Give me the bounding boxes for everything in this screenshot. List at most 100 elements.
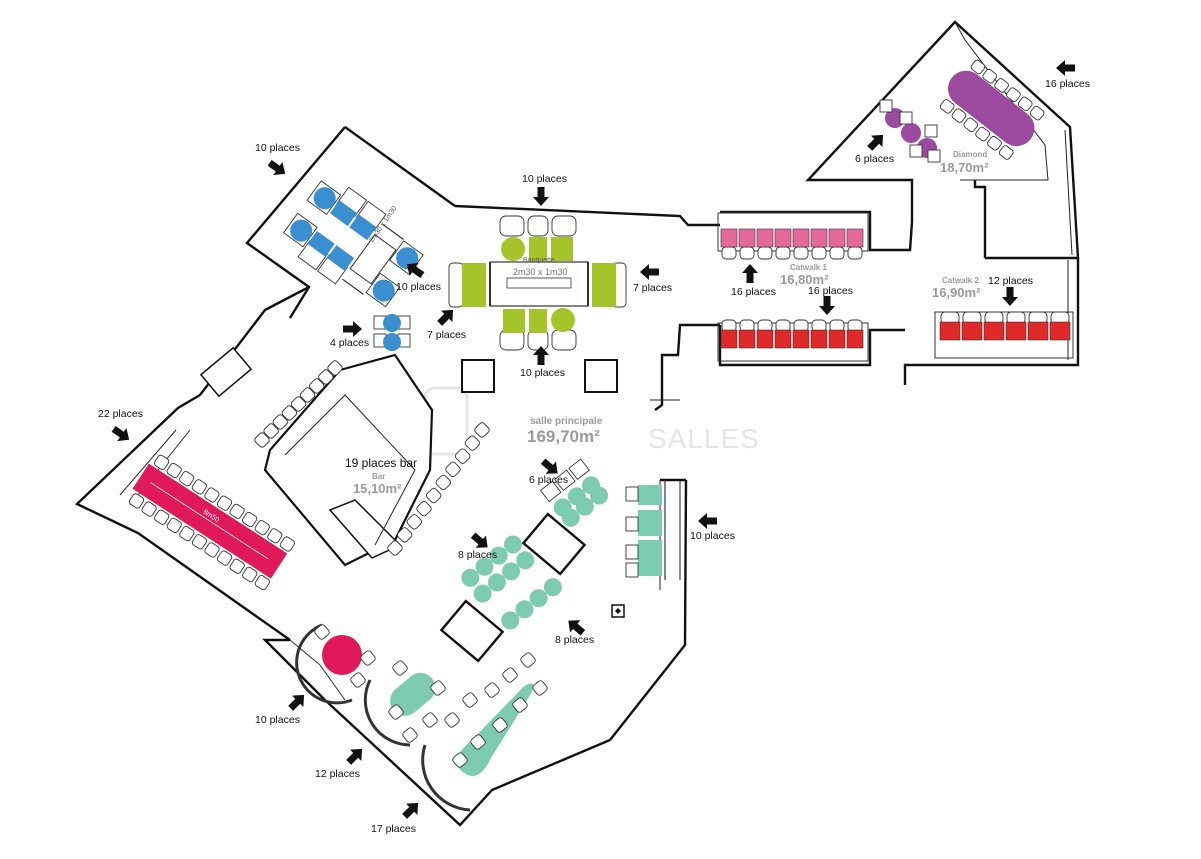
chair: [970, 59, 986, 75]
bar-stool: [318, 369, 334, 385]
bar-stool: [387, 540, 403, 556]
seat: [810, 228, 828, 248]
catwalk2-area-value: 16,90m²: [932, 285, 981, 300]
chair: [141, 501, 157, 517]
capacity-labels: 10 places 10 places 10 places 7 places 7…: [98, 60, 1090, 835]
chair: [532, 680, 548, 696]
chair: [721, 246, 737, 260]
chair: [166, 517, 182, 534]
arrow-icon: [109, 422, 134, 447]
bar-stool: [416, 500, 432, 517]
bar-stool: [454, 448, 471, 464]
arrow-icon: [1056, 60, 1075, 76]
seat: [939, 321, 961, 341]
seat: [828, 329, 846, 349]
main-room-area: 169,70m²: [527, 427, 600, 446]
arrow-icon: [640, 264, 659, 280]
bar-stool: [406, 514, 423, 530]
seat: [738, 329, 756, 349]
catwalk2-name: Catwalk 2: [942, 276, 979, 285]
label-green-right: 7 places: [633, 282, 672, 294]
label-long-table: 22 places: [98, 408, 143, 420]
catwalk2-area: Catwalk 2 16,90m²: [932, 276, 1074, 359]
main-room-label: salle principale 169,70m²: [527, 416, 603, 446]
bar-title: 19 places bar: [345, 456, 417, 470]
chair: [1017, 96, 1033, 112]
green-table-dimension: 2m30 x 1m30: [513, 267, 568, 277]
seat: [756, 228, 774, 248]
label-blue-right: 10 places: [396, 281, 441, 293]
chair: [229, 503, 245, 519]
label-round-left: 4 places: [330, 337, 369, 349]
chair: [166, 462, 182, 479]
chair: [179, 525, 195, 542]
seat: [1005, 321, 1027, 341]
bar-stools: [254, 360, 490, 556]
chair: [982, 68, 998, 84]
bar-stool: [263, 423, 279, 439]
blue-tables: 2m30 x 1m30: [282, 180, 424, 308]
bar-stool: [435, 474, 452, 491]
chair: [975, 126, 990, 142]
chair: [444, 712, 460, 728]
diamond-area: Diamond 18,70m²: [879, 59, 1045, 175]
label-catwalk1-top: 16 places: [731, 286, 776, 298]
bar-stool: [464, 435, 481, 451]
chair: [179, 471, 195, 487]
chair: [430, 680, 446, 696]
chair: [492, 717, 508, 733]
bar-name: Bar: [372, 472, 385, 481]
arrow-icon: [698, 513, 717, 529]
seat: [720, 329, 738, 349]
bar-stool: [272, 414, 288, 430]
chair: [154, 509, 170, 525]
chair: [939, 99, 955, 114]
chair: [216, 495, 233, 511]
blue-round-table: [373, 314, 411, 351]
chair: [128, 493, 145, 509]
label-diamond-top: 16 places: [1045, 78, 1090, 90]
seat: [792, 329, 810, 349]
label-catwalk1-bottom: 16 places: [808, 285, 853, 297]
green-small-label: Banquette: [523, 257, 555, 264]
arrow-icon: [284, 689, 310, 715]
chair: [402, 727, 418, 743]
chair: [267, 528, 283, 544]
bar-stool: [474, 422, 490, 438]
chair: [388, 704, 404, 720]
chair: [847, 246, 863, 260]
label-mint-pairs: 6 places: [529, 474, 568, 486]
chair: [229, 558, 245, 574]
seat: [961, 321, 983, 341]
seat: [1049, 321, 1071, 341]
chair: [951, 108, 967, 123]
label-booth-2: 12 places: [315, 768, 360, 780]
chair: [987, 136, 1002, 151]
label-green-top: 10 places: [522, 173, 567, 185]
arrow-icon: [742, 264, 758, 283]
watermark-text: SALLES: [648, 423, 760, 454]
label-diamond-left: 6 places: [855, 153, 894, 165]
diamond-area-value: 18,70m²: [940, 160, 989, 175]
chair: [242, 511, 258, 528]
arrow-icon: [265, 156, 290, 181]
watermark: SALLES: [423, 386, 760, 456]
label-green-bottom: 10 places: [520, 367, 565, 379]
chair: [254, 520, 270, 536]
chair: [470, 734, 486, 750]
arrow-icon: [342, 743, 368, 769]
arrow-icon: [863, 129, 889, 155]
bar-stool: [254, 432, 270, 448]
bar-stool: [281, 405, 298, 421]
bar-stool: [290, 396, 307, 412]
catwalk1-area: Catwalk 1 16,80m²: [717, 212, 869, 362]
seat: [846, 228, 864, 248]
chair: [1006, 87, 1021, 102]
mint-tables: [439, 458, 666, 663]
long-table: 8m50: [128, 454, 295, 591]
chair: [520, 652, 536, 668]
chair: [793, 246, 809, 260]
bar-stool: [327, 360, 343, 376]
seat: [720, 228, 738, 248]
chair: [191, 479, 207, 495]
